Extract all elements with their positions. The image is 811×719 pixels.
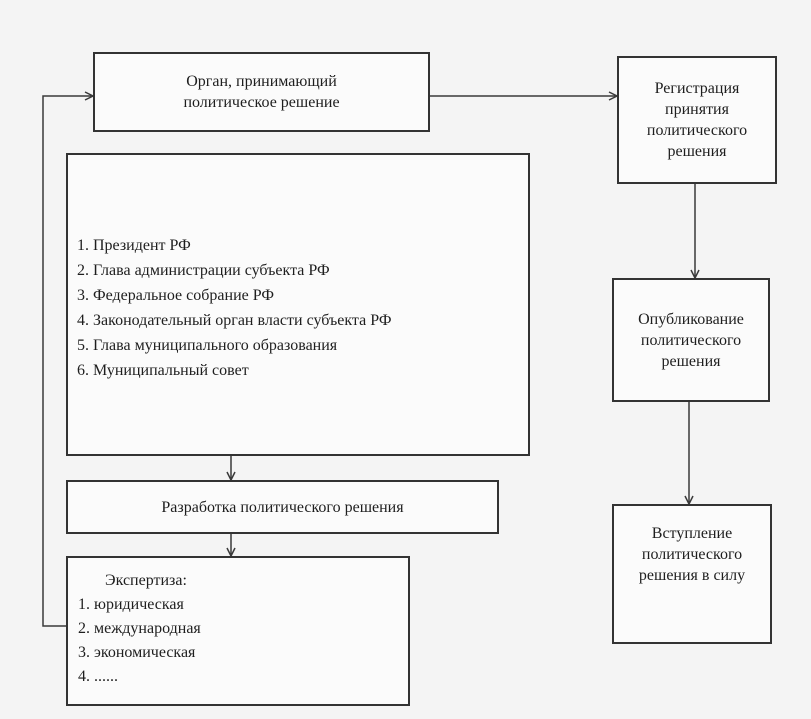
bodies-box: 1. Президент РФ 2. Глава администрации с… [66, 153, 530, 456]
list-item: 6. Муниципальный совет [77, 362, 249, 379]
entry-line-2: политического [641, 546, 743, 563]
list-item: 2. Глава администрации субъекта РФ [77, 262, 330, 279]
entry-box: Вступление политического решения в силу [612, 504, 772, 644]
development-label: Разработка политического решения [161, 498, 404, 516]
list-item: 5. Глава муниципального образования [77, 337, 338, 354]
registration-line-2: принятия [665, 101, 729, 118]
development-box: Разработка политического решения [66, 480, 499, 534]
list-item: 2. международная [78, 620, 201, 637]
entry-line-1: Вступление [651, 525, 733, 542]
expertise-box: Экспертиза: 1. юридическая 2. международ… [66, 556, 410, 706]
registration-box: Регистрация принятия политического решен… [617, 56, 777, 184]
list-item: 4. Законодательный орган власти субъекта… [77, 312, 392, 329]
organ-line-2: политическое решение [183, 94, 340, 111]
list-item: 1. Президент РФ [77, 237, 191, 254]
expertise-title: Экспертиза: [105, 572, 187, 589]
registration-line-3: политического [646, 122, 748, 139]
publication-line-1: Опубликование [638, 310, 744, 328]
feedback-loop-line [42, 96, 93, 627]
publication-box: Опубликование политического решения [612, 278, 770, 402]
list-item: 1. юридическая [78, 596, 184, 613]
bodies-list: 1. Президент РФ 2. Глава администрации с… [77, 233, 528, 383]
list-item: 4. ...... [78, 668, 118, 685]
organ-line-1: Орган, принимающий [186, 73, 337, 90]
registration-line-4: решения [667, 143, 727, 160]
publication-line-3: решения [661, 352, 721, 370]
registration-line-1: Регистрация [654, 80, 740, 97]
organ-box: Орган, принимающий политическое решение [93, 52, 430, 132]
list-item: 3. экономическая [78, 644, 196, 661]
publication-line-2: политического [640, 331, 742, 349]
list-item: 3. Федеральное собрание РФ [77, 287, 274, 304]
expertise-list: Экспертиза: 1. юридическая 2. международ… [78, 569, 408, 689]
entry-line-3: решения в силу [638, 567, 746, 584]
